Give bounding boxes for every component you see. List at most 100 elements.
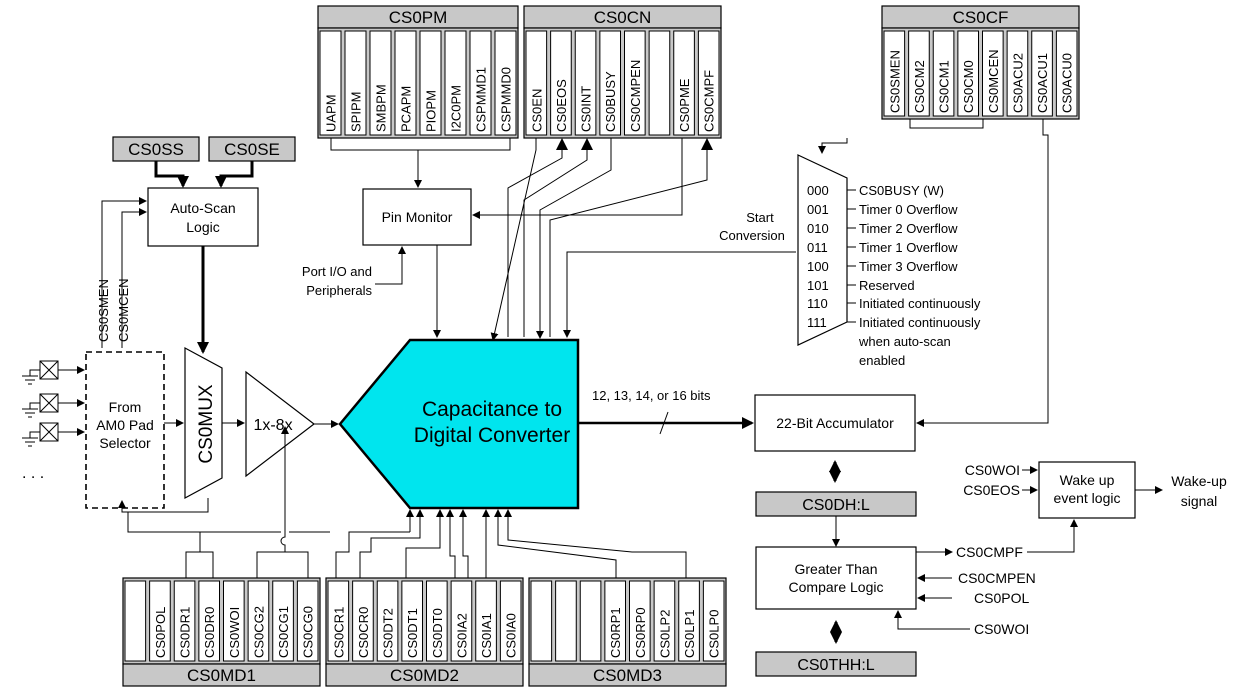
cs0pm-bit-label: CSPMMD1 [474,67,489,132]
cs0cf-bit-label: CS0ACU1 [1035,53,1050,113]
cs0pm-bit-label: CSPMMD0 [499,67,514,132]
cs0pm-bit-cell [369,30,392,136]
port-io-label-1: Port I/O and [302,264,372,279]
cs0md1-bit-cell [149,580,171,662]
pad-selector-label-3: Selector [99,435,151,451]
mux-code-110: 110 [807,296,828,311]
pads-ellipsis: . . . [22,465,44,482]
cs0pm-bit-label: I2C0PM [449,85,464,132]
mux-code-100: 100 [807,259,829,274]
cs0md1-bit-label: CS0DR0 [202,607,217,658]
bits-label: 12, 13, 14, or 16 bits [592,388,711,403]
cs0cf-bit-label: CS0SMEN [887,50,902,113]
pad-0 [22,360,85,385]
cs0pm-bit-cell [494,30,517,136]
cs0md1-bit-label: CS0CG0 [301,606,316,658]
cs0cn-title: CS0CN [594,8,652,27]
auto-scan-label-1: Auto-Scan [170,200,235,216]
cs0pm-bit-cell [444,30,467,136]
accumulator-block: 22-Bit Accumulator [754,394,916,452]
wake-input-cs0woi: CS0WOI [965,462,1020,478]
cs0md1-bit-cell [173,580,196,662]
mux-option-extra: enabled [859,353,905,368]
mux-code-001: 001 [807,202,829,217]
cs0cf-bit-cell [908,30,930,117]
cs0se-register: CS0SE [208,136,296,162]
cs0md3-bit-cell [678,580,700,662]
cs0pm-bit-label: PIOPM [424,90,439,132]
cs0cf-bit-label: CS0ACU0 [1060,53,1075,113]
cs0md3-bit-cell [579,580,602,662]
cs0cf-bit-label: CS0CM1 [937,60,952,113]
cs0md2-bit-cell [401,580,423,662]
cs0md1-bit-cell [247,580,270,662]
cs0md3-bit-label: CS0LP0 [707,610,722,658]
cs0cn-bit-label: CS0PME [677,78,692,132]
wakeup-signal-label-2: signal [1181,493,1218,509]
cs0md2-title: CS0MD2 [390,666,459,685]
pad-selector-label-2: AM0 Pad [96,417,154,433]
cs0md2-bit-cell [376,580,399,662]
cs0cn-bit-cell [673,30,695,136]
cdc-label-2: Digital Converter [414,424,570,447]
cs0cf-bit-label: CS0MCEN [986,49,1001,113]
cs0cn-bit-cell [599,30,621,136]
cs0md2-bit-cell [352,580,374,662]
cs0cn-bit-cell [574,30,597,136]
cs0mux-label: CS0MUX [196,384,217,464]
pads-group [22,360,85,447]
cs0dh-label: CS0DH:L [802,497,870,514]
cs0cn-bit-label: CS0CMPEN [628,60,643,132]
cs0pm-bit-cell [344,30,367,136]
cs0cf-bit-cell [957,30,979,117]
cs0cn-bit-label: CS0EOS [554,79,569,132]
auto-scan-label-2: Logic [186,219,219,235]
cs0smen-side-label: CS0SMEN [96,279,111,342]
start-conversion-label-2: Conversion [719,228,785,243]
mux-option-label: Timer 2 Overflow [859,221,958,236]
cs0pm-bit-label: SPIPM [349,92,364,132]
mux-code-111: 111 [807,315,827,330]
pin-monitor-block: Pin Monitor [362,188,472,246]
cs0pm-title: CS0PM [389,8,448,27]
cs0pm-bit-label: UAPM [324,94,339,132]
wake-up-logic-block: Wake up event logic [1038,461,1136,519]
compare-logic-block: Greater Than Compare Logic [755,546,917,610]
cs0cmpf-out-label: CS0CMPF [956,544,1023,560]
pad-selector-label-1: From [109,399,142,415]
cs0cf-bit-cell [932,30,955,117]
cs0md3-bit-label: CS0RP1 [608,607,623,658]
cs0md2-bit-cell [450,580,473,662]
mux-option-extra: when auto-scan [858,334,951,349]
cs0md1-bit-label: CS0POL [153,607,168,658]
compare-label-2: Compare Logic [789,579,884,595]
cs0cn-bit-label: CS0EN [529,89,544,132]
cs0md2-bit-label: CS0IA1 [479,613,494,658]
cs0cf-bit-label: CS0CM0 [961,60,976,113]
mux-code-000: 000 [807,183,829,198]
cs0cn-bit-label: CS0INT [579,86,594,132]
cs0pm-bit-cell [469,30,492,136]
gain-amplifier: 1x-8x [245,370,315,478]
cs0md2-bit-label: CS0CR1 [331,607,346,658]
cs0md2-bit-label: CS0IA2 [454,613,469,658]
port-io-label-2: Peripherals [306,283,372,298]
cs0md2-bit-label: CS0IA0 [504,613,519,658]
cs0pm-bit-label: PCAPM [399,86,414,132]
cs0pm-bit-cell [319,30,342,136]
mux-option-label: Timer 0 Overflow [859,202,958,217]
cs0cf-bit-cell [1006,30,1029,117]
cs0md3-bit-cell [555,580,577,662]
cs0md1-bit-cell [124,580,147,662]
start-conversion-label-1: Start [746,210,774,225]
compare-label-1: Greater Than [794,561,877,577]
cs0mcen-side-label: CS0MCEN [116,278,131,342]
cs0cn-bit-cell [624,30,646,136]
